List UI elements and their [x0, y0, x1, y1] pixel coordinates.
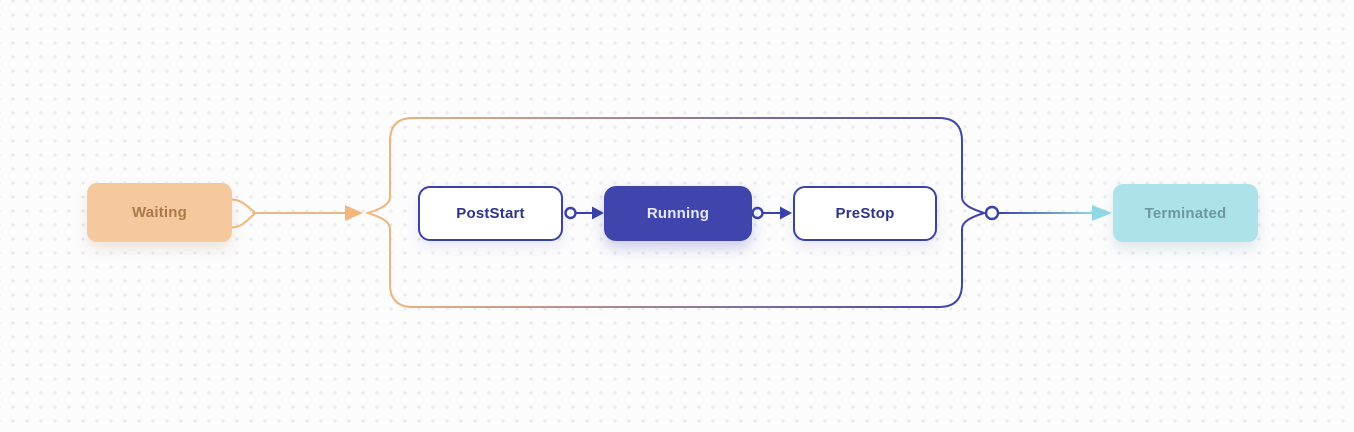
node-terminated[interactable]: Terminated: [1113, 184, 1258, 242]
group-exit-port-circle: [984, 205, 1000, 221]
arrowhead-cyan: [1092, 205, 1112, 221]
arrowhead-indigo: [592, 206, 604, 220]
node-poststart[interactable]: PostStart: [418, 186, 563, 241]
edge-poststart-to-running: [564, 206, 604, 220]
node-prestop[interactable]: PreStop: [793, 186, 937, 241]
edge-group-to-terminated: [984, 205, 1112, 221]
node-prestop-label: PreStop: [835, 205, 895, 222]
arrowhead-indigo: [780, 206, 792, 220]
source-port-circle: [751, 206, 764, 220]
node-waiting[interactable]: Waiting: [87, 183, 232, 242]
node-poststart-label: PostStart: [456, 205, 525, 222]
edge-running-to-prestop: [751, 206, 792, 220]
node-terminated-label: Terminated: [1144, 204, 1227, 222]
source-port-circle: [564, 206, 577, 220]
node-running[interactable]: Running: [604, 186, 752, 241]
lifecycle-group-outline[interactable]: [364, 117, 988, 308]
node-waiting-label: Waiting: [132, 204, 187, 221]
arrowhead-orange: [345, 205, 363, 221]
edge-waiting-to-group: [231, 198, 363, 229]
node-running-label: Running: [646, 205, 710, 222]
